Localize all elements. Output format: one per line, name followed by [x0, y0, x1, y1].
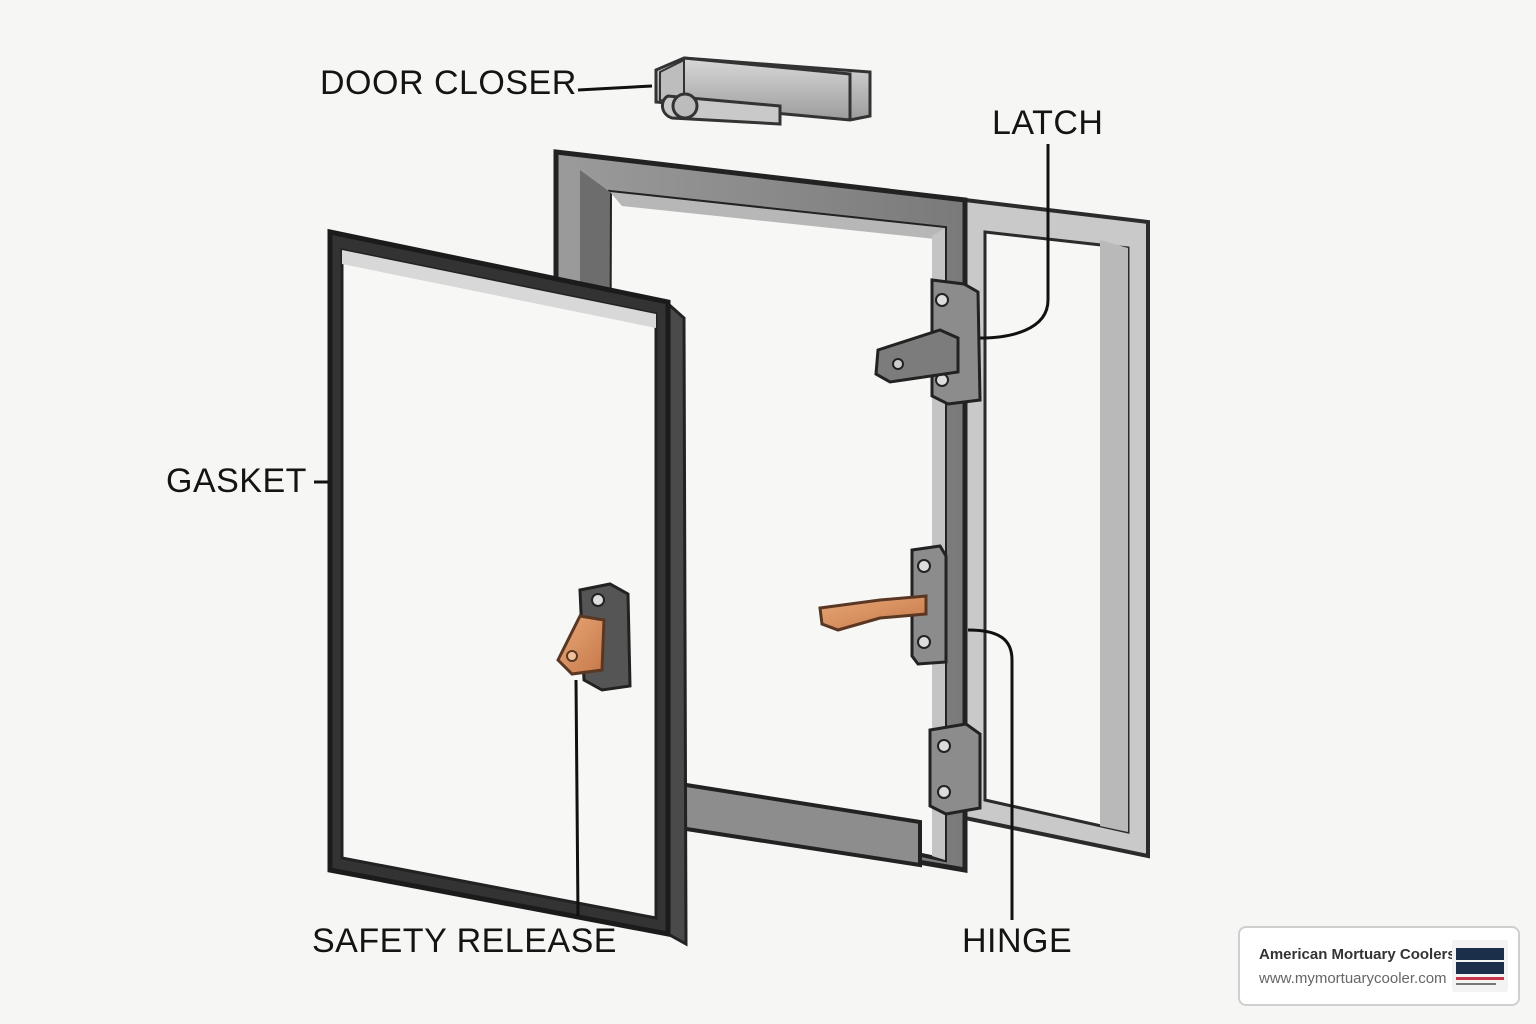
frame-depth	[963, 197, 1150, 859]
door-panel	[327, 228, 688, 947]
label-hinge: HINGE	[962, 922, 1073, 960]
leader-hinge	[967, 628, 1014, 920]
logo-mark-icon	[1452, 940, 1508, 992]
hinge-hardware	[928, 722, 982, 816]
door-closer	[654, 56, 872, 126]
label-latch: LATCH	[992, 104, 1104, 142]
brand-url: www.mymortuarycooler.com	[1259, 970, 1447, 987]
brand-card: American Mortuary Coolers www.mymortuary…	[1238, 926, 1520, 1006]
leader-lines	[314, 84, 1050, 920]
leader-door-closer	[577, 84, 653, 92]
label-safety-release: SAFETY RELEASE	[312, 922, 617, 960]
leader-latch	[979, 144, 1050, 340]
inside-release-hardware	[818, 544, 948, 666]
label-door-closer: DOOR CLOSER	[320, 64, 577, 102]
label-gasket: GASKET	[166, 462, 307, 500]
brand-name: American Mortuary Coolers	[1259, 946, 1456, 963]
safety-release-hardware	[556, 582, 632, 692]
leader-safety-release	[574, 679, 580, 917]
brand-logo	[1452, 940, 1508, 992]
latch-hardware	[874, 278, 982, 406]
